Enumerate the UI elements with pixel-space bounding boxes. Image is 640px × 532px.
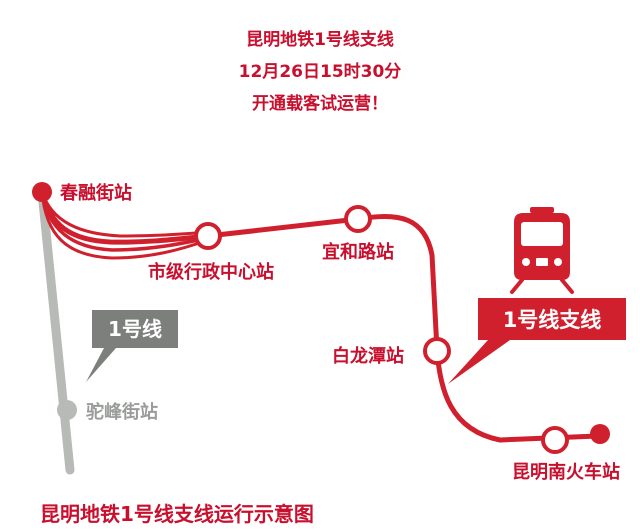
branch-callout: 1号线支线	[448, 298, 626, 384]
station-marker-yihe	[344, 205, 372, 233]
line-1-callout: 1号线	[86, 310, 178, 382]
station-label-bailongtan: 白龙潭站	[332, 345, 404, 367]
station-marker-tuofeng	[57, 400, 77, 420]
map-caption: 昆明地铁1号线支线运行示意图	[40, 502, 314, 526]
station-terminal-east	[590, 424, 610, 444]
station-label-yihe: 宜和路站	[322, 241, 394, 263]
headline-line-2: 12月26日15时30分	[238, 62, 402, 82]
train-front-icon	[510, 207, 574, 294]
station-label-chunrong: 春融街站	[60, 182, 132, 204]
headline-line-3: 开通载客试运营！	[252, 94, 388, 114]
branch-callout-label: 1号线支线	[503, 308, 602, 332]
line-1-track	[37, 187, 75, 475]
line-1-callout-label: 1号线	[108, 317, 162, 341]
headline-line-1: 昆明地铁1号线支线	[246, 30, 394, 50]
station-label-tuofeng: 驼峰街站	[86, 401, 158, 423]
station-label-shiji: 市级行政中心站	[148, 261, 274, 283]
station-marker-bailongtan	[423, 337, 451, 365]
station-terminal-chunrong	[32, 182, 52, 202]
station-label-nanhuoche: 昆明南火车站	[512, 461, 620, 483]
station-marker-shiji	[194, 222, 222, 250]
station-marker-nanhuoche	[541, 426, 569, 454]
